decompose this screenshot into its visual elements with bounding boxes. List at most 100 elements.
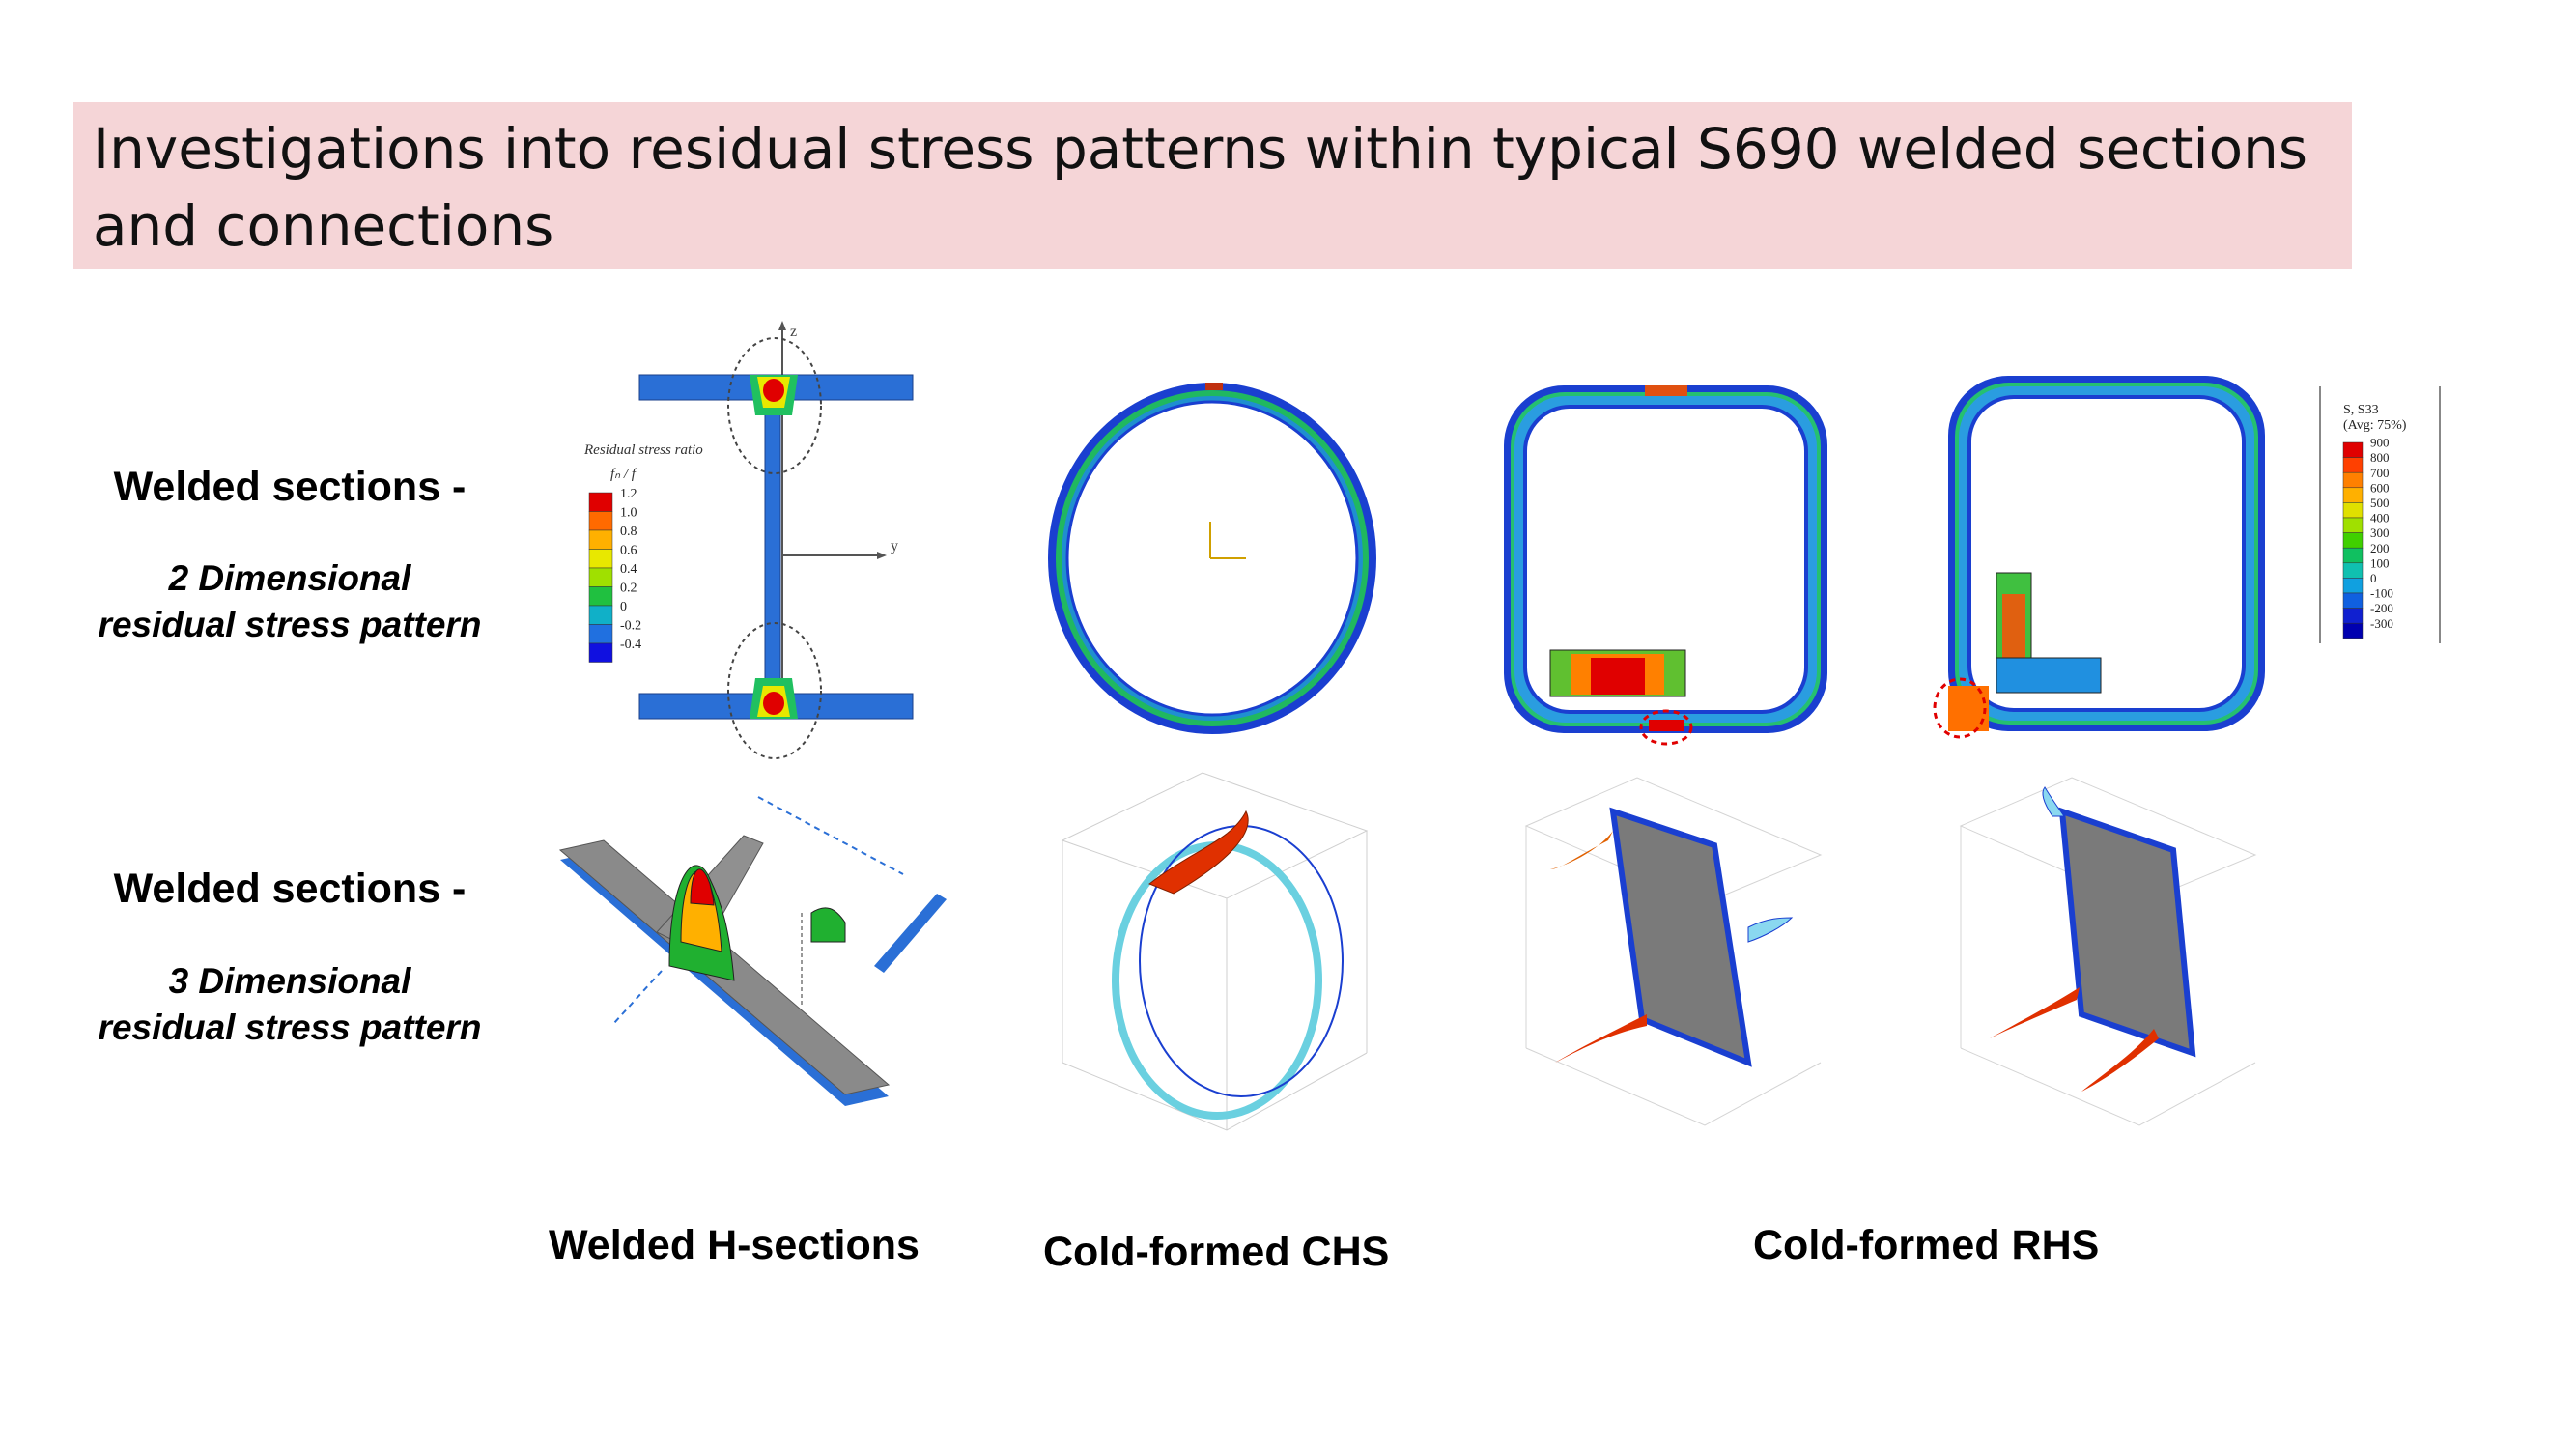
s33-legend-tick-label: 700 <box>2370 466 2390 480</box>
row2-heading: Welded sections - <box>113 866 467 912</box>
s33-legend-tick-label: 200 <box>2370 541 2390 555</box>
rhs-3d-figure-2 <box>1959 777 2257 1126</box>
h-legend-swatch <box>588 492 613 512</box>
rhs-2d-figure-1 <box>1504 385 1827 746</box>
s33-legend-swatch <box>2342 608 2364 624</box>
h-legend-title: Residual stress ratio <box>583 442 703 458</box>
s33-legend-title: S, S33 <box>2343 403 2379 417</box>
rhs3d2-plume-left <box>1990 987 2080 1038</box>
rhs3d1-plate <box>1609 807 1752 1067</box>
h-section-3d-figure <box>558 796 947 1106</box>
s33-legend-swatch <box>2342 547 2364 564</box>
rhs2-weld-dashed-circle <box>1933 677 1987 739</box>
h3d-small-peaks <box>810 907 846 943</box>
row1-subtitle-line1: 2 Dimensional <box>168 558 411 598</box>
s33-legend-swatch <box>2342 457 2364 473</box>
chs3d-ring-front <box>1112 841 1322 1120</box>
s33-legend-tick-label: -200 <box>2370 601 2393 615</box>
h-legend-tick-label: -0.2 <box>620 618 641 633</box>
h3d-dashed-guide-bottom <box>612 970 663 1025</box>
s33-legend-tick-label: -100 <box>2370 586 2393 601</box>
title-band <box>73 102 2352 269</box>
h3d-detached-flange <box>874 894 947 973</box>
rhs3d2-plate <box>2058 807 2196 1058</box>
chs-3d-figure <box>1061 772 1369 1131</box>
h-legend-tick-label: 1.0 <box>620 505 637 520</box>
h-legend-swatch <box>588 549 613 569</box>
caption-chs: Cold-formed CHS <box>1043 1229 1390 1275</box>
s33-legend-swatch <box>2342 471 2364 489</box>
rhs-2d-figure-2 <box>1933 376 2265 739</box>
s33-legend-tick-label: 100 <box>2370 555 2390 570</box>
s33-legend-swatch <box>2342 532 2364 549</box>
rhs1-weld-dashed-circle <box>1639 709 1693 746</box>
s33-legend-swatch <box>2342 502 2364 519</box>
chs3d-grid-box <box>1061 772 1369 1131</box>
s33-legend-swatch <box>2342 487 2364 503</box>
caption-h-sections: Welded H-sections <box>549 1222 920 1268</box>
slide-title: Investigations into residual stress patt… <box>93 116 2308 259</box>
s33-legend-tick-label: -300 <box>2370 616 2393 631</box>
s33-legend-swatch <box>2342 622 2364 639</box>
s33-legend-subtitle: (Avg: 75%) <box>2343 418 2407 433</box>
y-axis-arrow <box>877 552 887 559</box>
rhs1-inset-contour <box>1549 649 1686 697</box>
chs-weld-hotspot <box>1205 383 1223 390</box>
caption-rhs: Cold-formed RHS <box>1753 1222 2100 1268</box>
h-legend-tick-label: 0.4 <box>620 562 637 577</box>
rhs3d2-plume-bottom <box>2081 1029 2159 1092</box>
h-legend-swatch <box>588 567 613 587</box>
web <box>764 399 781 695</box>
s33-legend-swatch <box>2342 592 2364 609</box>
h-section-2d-figure: z y Residual stress ratio fₙ / f 1.21.00… <box>583 321 914 759</box>
s33-legend-tick-label: 300 <box>2370 526 2390 540</box>
bottom-weld-dashed-circle <box>727 622 822 759</box>
z-axis-label: z <box>790 324 797 340</box>
s33-legend-swatch <box>2342 578 2364 594</box>
rhs2-inset-l-contour <box>1996 572 2102 694</box>
h-legend-swatch <box>588 624 613 644</box>
row2-subtitle-line1: 3 Dimensional <box>168 961 411 1001</box>
h-legend-tick-label: -0.4 <box>620 638 641 652</box>
h-legend-tick-label: 0 <box>620 600 627 614</box>
s33-legend-tick-label: 500 <box>2370 496 2390 510</box>
h3d-dashed-guide-top <box>757 796 904 875</box>
s33-legend-tick-label: 400 <box>2370 511 2390 526</box>
h-legend-tick-label: 0.2 <box>620 581 637 595</box>
rhs3d2-plume-top <box>2042 786 2065 817</box>
s33-legend-swatch <box>2342 517 2364 533</box>
h-legend-scale: 1.2 1.0 0.8 0.6 0.4 0.2 0 -0.2 -0.4 <box>588 487 641 663</box>
z-axis-arrow <box>778 321 786 330</box>
top-weld-dashed-circle <box>727 337 822 474</box>
rhs3d1-plume-right <box>1747 917 1794 943</box>
rhs3d1-plume-lower-left <box>1555 1014 1647 1063</box>
row2-subtitle-line2: residual stress pattern <box>98 1008 482 1047</box>
h-legend-swatch <box>588 586 613 607</box>
s33-legend-swatch <box>2342 441 2364 458</box>
rhs2-hollow <box>1967 395 2246 712</box>
s33-legend-swatch <box>2342 562 2364 579</box>
chs-2d-figure <box>1048 383 1376 734</box>
s33-legend-tick-label: 600 <box>2370 480 2390 495</box>
chs-axis-triad <box>1209 522 1246 559</box>
row1-subtitle-line2: residual stress pattern <box>98 605 482 644</box>
chs3d-weld-stress-plume <box>1148 810 1249 895</box>
rhs-3d-figure-1 <box>1524 777 1823 1126</box>
chs3d-ring-back <box>1139 825 1344 1097</box>
h-legend-swatch <box>588 605 613 625</box>
top-weld-hotspot <box>750 375 798 415</box>
rhs1-bottom-hotspot <box>1649 720 1684 731</box>
h-legend-tick-label: 0.6 <box>620 543 637 557</box>
h-legend-swatch <box>588 642 613 663</box>
s33-legend-tick-label: 0 <box>2370 571 2377 585</box>
row1-heading: Welded sections - <box>113 464 467 510</box>
h-legend-symbol: fₙ / f <box>610 467 637 482</box>
h-legend-swatch <box>588 529 613 550</box>
h-legend-tick-label: 0.8 <box>620 525 637 539</box>
bottom-weld-hotspot <box>750 678 798 719</box>
s33-legend-tick-label: 800 <box>2370 450 2390 465</box>
h-legend-tick-label: 1.2 <box>620 487 637 501</box>
h-legend-swatch <box>588 511 613 531</box>
s33-legend-figure: S, S33 (Avg: 75%) 9008007006005004003002… <box>2319 386 2441 643</box>
